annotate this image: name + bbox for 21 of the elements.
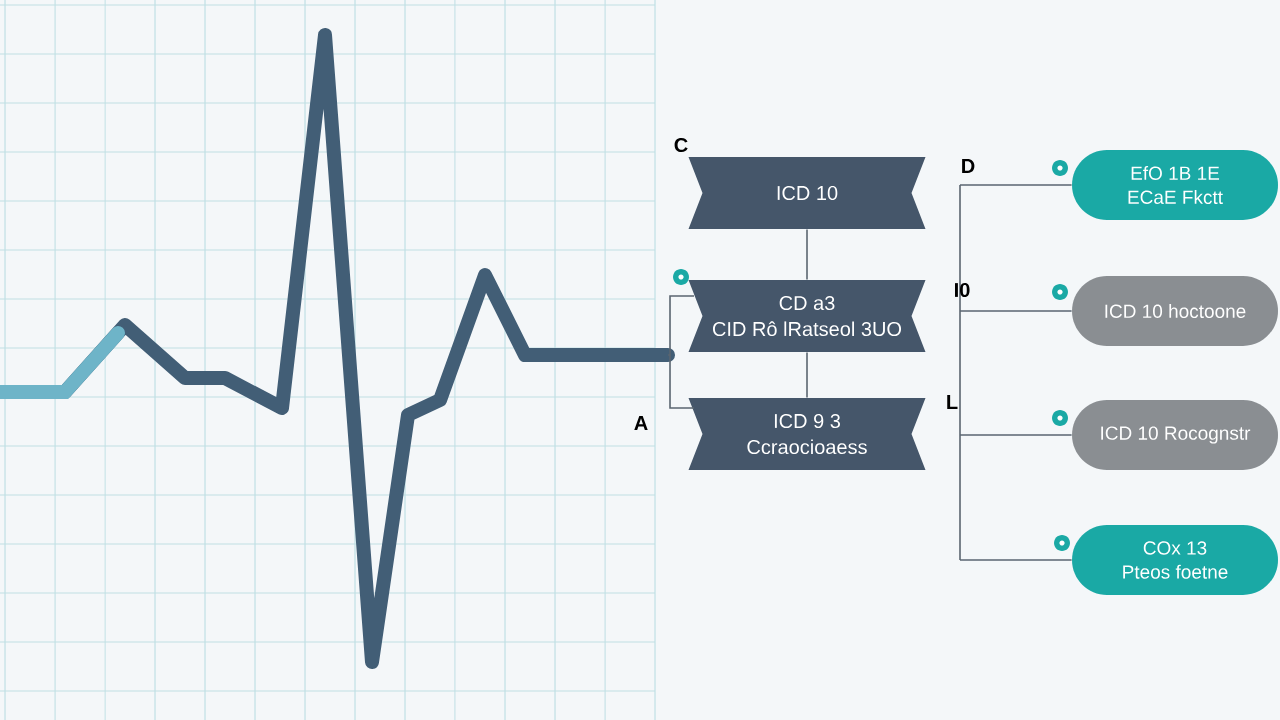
pill-box: ICD 10 Rocognstr <box>1072 400 1278 470</box>
ribbon-banner: ICD 10 <box>688 157 926 229</box>
pill-box: ICD 10 hoctoone <box>1072 276 1278 346</box>
letter-label: C <box>674 137 688 153</box>
letter-label: L <box>947 395 958 409</box>
ribbon-banner: CD a3 CID Rô lRatseol 3UO <box>688 280 926 352</box>
letter-label: D <box>962 159 975 173</box>
pill-box: COx 13 Pteos foetne <box>1072 525 1278 595</box>
connector-line <box>806 228 808 281</box>
connector-line <box>667 295 695 356</box>
connector-line <box>806 351 808 399</box>
connector-line <box>959 559 1073 561</box>
ribbon-banner: ICD 9 3 Ccraocioaess <box>688 398 926 470</box>
picture <box>0 28 675 669</box>
pill-box: EfO 1B 1E ECaE Fkctt <box>1072 150 1278 220</box>
connector-line <box>959 184 1073 186</box>
letter-label: I0 <box>955 282 970 298</box>
letter-label: A <box>634 416 648 430</box>
connector-line <box>959 310 1073 312</box>
connector-line <box>959 434 1073 436</box>
connector-line <box>667 354 695 409</box>
